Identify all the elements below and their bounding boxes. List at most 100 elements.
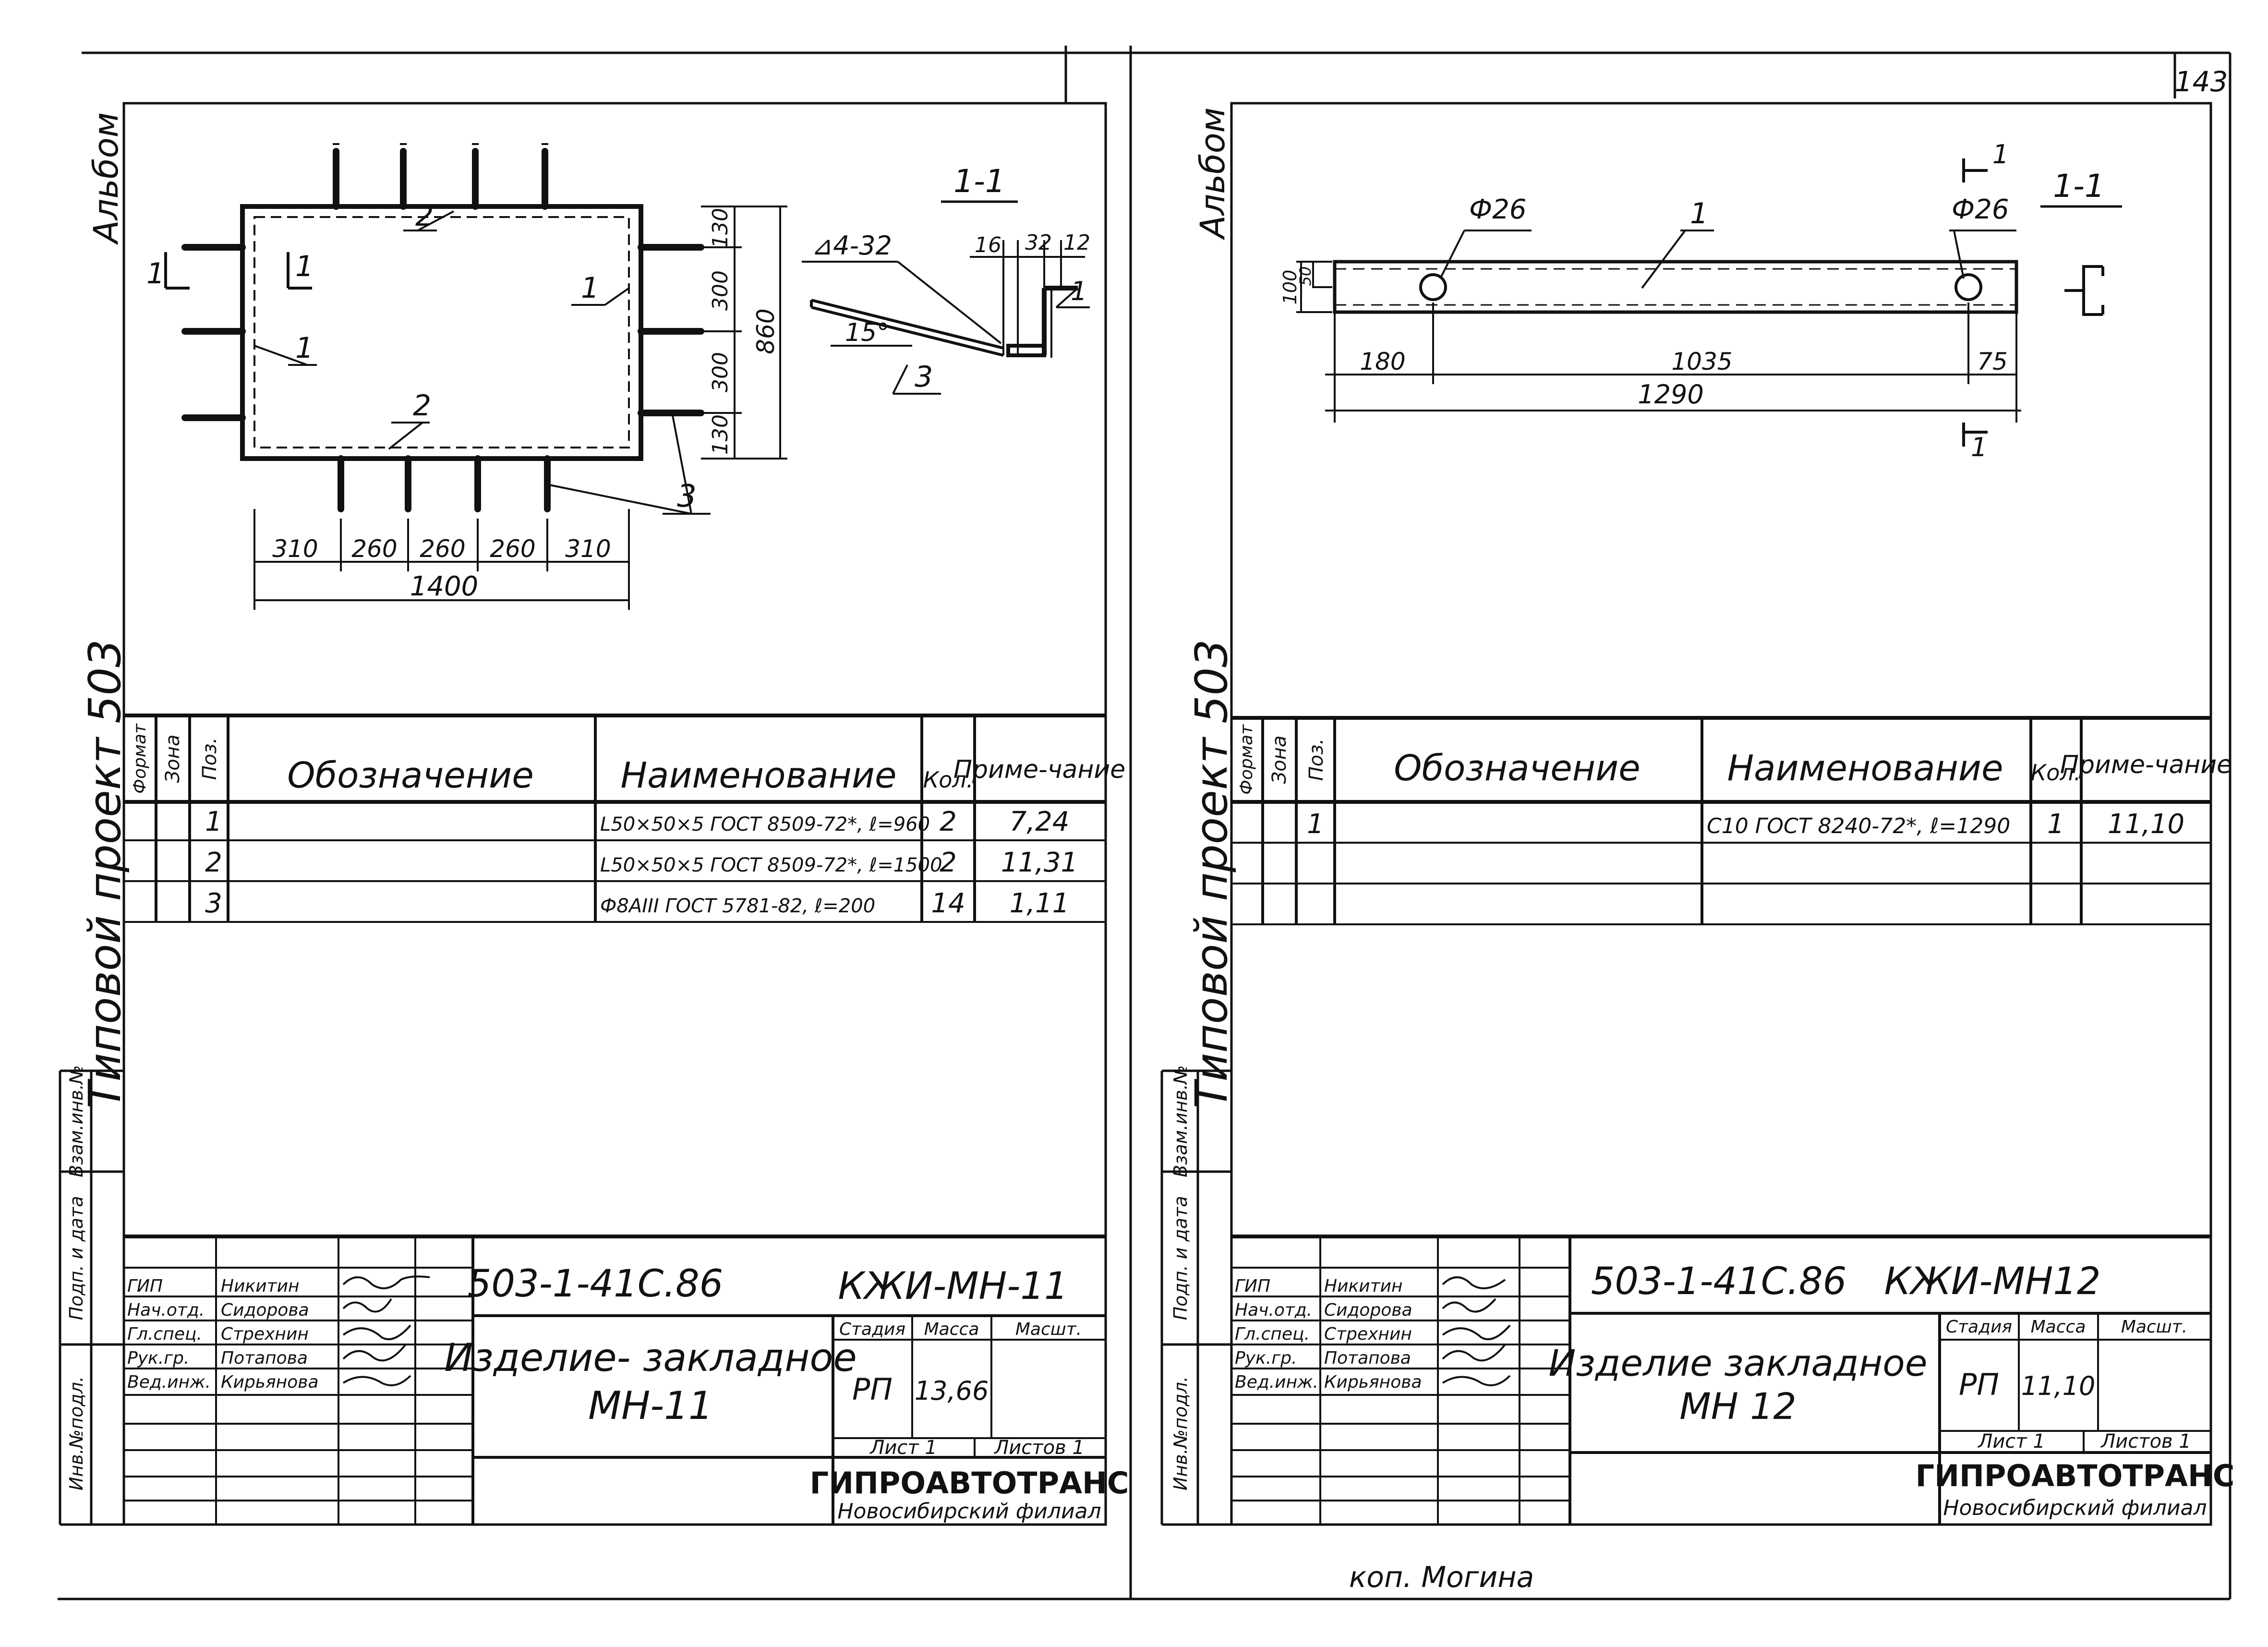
left-side-col-3: Инв.№подл. — [66, 1376, 87, 1490]
left-spec-row1-note: 7,24 — [1010, 806, 1070, 837]
left-tb-org: ГИПРОАВТОТРАНС — [810, 1465, 1129, 1501]
right-pos-1: 1 — [1690, 197, 1708, 230]
left-tb-sheets: Листов 1 — [993, 1437, 1085, 1459]
left-dim-height: 860 — [752, 308, 780, 354]
right-section-mark-b: 1 — [1971, 432, 1987, 462]
left-tb-branch: Новосибирский филиал — [837, 1499, 1101, 1524]
left-pos-2b: 2 — [413, 389, 431, 423]
left-spec-row2-name: L50×50×5 ГОСТ 8509-72*, ℓ=1500 — [600, 854, 942, 876]
left-tb-name-5: Кирьянова — [221, 1372, 319, 1392]
right-tb-title-line2: МН 12 — [1679, 1385, 1797, 1428]
right-tb-role-5: Вед.инж. — [1235, 1372, 1318, 1392]
left-section-mark-a: 1 — [146, 257, 165, 291]
right-spec-header-note: Приме-чание — [2060, 751, 2232, 779]
left-tb-name-3: Стрехнин — [221, 1324, 309, 1344]
left-spec-header-zone: Зона — [162, 735, 184, 783]
left-section-pos1: 1 — [1071, 276, 1087, 306]
right-tb-stage-label: Стадия — [1946, 1317, 2012, 1337]
left-spec-row1-qty: 2 — [940, 806, 957, 837]
left-tb-title-line1: Изделие- закладное — [444, 1335, 857, 1380]
left-tb-mass-label: Масса — [924, 1320, 979, 1339]
left-section-dim-16: 16 — [975, 233, 1001, 257]
left-dim-r3: 300 — [708, 352, 733, 392]
right-tb-name-1: Никитин — [1324, 1276, 1403, 1296]
left-section-pos3: 3 — [915, 360, 933, 394]
left-dim-b2: 260 — [351, 535, 397, 563]
right-tb-role-2: Нач.отд. — [1235, 1300, 1312, 1320]
left-leaders — [254, 210, 711, 515]
left-dim-r1: 130 — [708, 208, 733, 248]
right-spec-header-name: Наименование — [1727, 748, 2003, 789]
right-section-title: 1-1 — [2053, 168, 2105, 205]
right-hole-right: Ф26 — [1952, 194, 2009, 225]
right-leaders — [1439, 158, 2016, 447]
left-tb-role-3: Гл.спец. — [127, 1324, 202, 1344]
left-section-mark-b: 1 — [295, 250, 314, 283]
left-tb-code: 503-1-41С.86 — [468, 1262, 724, 1306]
left-spec-header-designation: Обозначение — [287, 755, 533, 796]
right-dim-total: 1290 — [1638, 379, 1703, 410]
left-section-dims — [802, 240, 1090, 395]
right-spec-row1-note: 11,10 — [2108, 809, 2184, 840]
left-spec-row3-qty: 14 — [931, 888, 965, 919]
right-side-col-3: Инв.№подл. — [1170, 1376, 1191, 1490]
left-tb-stage: РП — [852, 1372, 893, 1407]
left-dim-b3: 260 — [420, 535, 465, 563]
left-album-label: Альбом — [86, 112, 126, 245]
left-signatures — [342, 1275, 430, 1386]
left-spec-header-note: Приме-чание — [953, 755, 1125, 784]
right-dims — [1296, 261, 2021, 423]
left-anchor-bars — [181, 148, 704, 512]
right-tb-mark: КЖИ-МН12 — [1884, 1260, 2100, 1303]
right-spec-row1-pos: 1 — [1307, 809, 1324, 840]
left-spec-row3-note: 1,11 — [1010, 888, 1070, 919]
left-tb-role-5: Вед.инж. — [127, 1372, 211, 1392]
right-tb-sheets: Листов 1 — [2100, 1430, 2191, 1453]
left-project-label: Типовой проект 503 — [79, 639, 131, 1108]
right-tb-role-4: Рук.гр. — [1235, 1348, 1297, 1368]
left-pos-1a: 1 — [295, 331, 314, 365]
left-side-col-1: Взам.инв.№ — [66, 1065, 87, 1177]
left-spec-header-format: Формат — [130, 723, 150, 794]
left-tb-name-1: Никитин — [221, 1276, 300, 1296]
right-dim-180: 180 — [1360, 348, 1405, 375]
right-tb-org: ГИПРОАВТОТРАНС — [1916, 1458, 2235, 1493]
left-pos-2a: 2 — [415, 199, 434, 233]
right-spec-row1-qty: 1 — [2047, 809, 2064, 840]
left-tb-title-line2: МН-11 — [588, 1383, 713, 1428]
right-tb-branch: Новосибирский филиал — [1943, 1496, 2207, 1520]
left-tb-role-1: ГИП — [127, 1276, 163, 1296]
right-dim-height-50: 50 — [1296, 266, 1315, 286]
left-section-dim-12: 12 — [1063, 230, 1090, 255]
right-side-col-1: Взам.инв.№ — [1170, 1065, 1191, 1177]
right-dim-height-100: 100 — [1279, 270, 1301, 305]
left-spec-row2-qty: 2 — [940, 847, 957, 878]
right-tb-code: 503-1-41С.86 — [1591, 1260, 1847, 1303]
left-tb-sheet: Лист 1 — [869, 1437, 937, 1459]
right-tb-stage: РП — [1959, 1367, 1999, 1402]
right-tb-name-2: Сидорова — [1324, 1300, 1412, 1320]
left-title-block-grid — [124, 1235, 1106, 1525]
left-section-weld: ⊿4-32 — [811, 230, 892, 261]
left-spec-row2-pos: 2 — [205, 847, 222, 878]
left-dim-r4: 130 — [708, 414, 733, 455]
left-dim-b4: 260 — [490, 535, 535, 563]
left-spec-row1-name: L50×50×5 ГОСТ 8509-72*, ℓ=960 — [600, 813, 930, 836]
left-spec-header-pos: Поз. — [199, 738, 221, 780]
left-section-marks — [164, 252, 312, 290]
left-sheet: Альбом Типовой проект 503 Взам.инв.№ Под… — [59, 102, 1129, 1526]
left-spec-header-name: Наименование — [620, 755, 896, 796]
left-tb-mark: КЖИ-МН-11 — [838, 1265, 1068, 1308]
right-side-col-2: Подп. и дата — [1170, 1196, 1191, 1320]
left-section-title: 1-1 — [953, 163, 1005, 200]
right-tb-sheet: Лист 1 — [1977, 1430, 2045, 1453]
right-tb-role-3: Гл.спец. — [1235, 1324, 1310, 1344]
left-section-drawing — [810, 286, 1078, 358]
left-pos-1b: 1 — [581, 271, 599, 305]
left-side-col-2: Подп. и дата — [66, 1196, 87, 1320]
right-tb-mass-label: Масса — [2031, 1317, 2086, 1337]
right-tb-name-5: Кирьянова — [1324, 1372, 1422, 1392]
right-tb-scale-label: Масшт. — [2121, 1317, 2187, 1337]
left-pos-3: 3 — [677, 479, 697, 514]
